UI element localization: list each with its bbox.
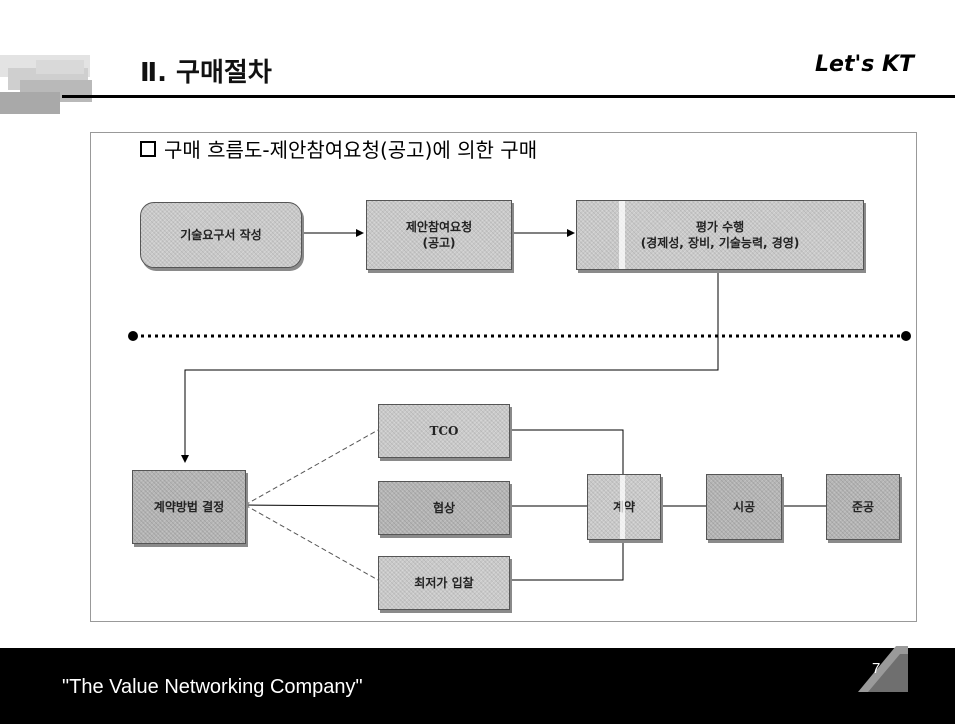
flow-decide-contract-method-label: 계약방법 결정 bbox=[153, 499, 225, 514]
footer-bar bbox=[0, 648, 955, 724]
subtitle-checkbox-icon bbox=[140, 141, 156, 157]
flow-option-lowest-bid: 최저가 입찰 bbox=[378, 556, 510, 610]
line-decide-lowest bbox=[244, 504, 379, 581]
kt-logo: Let's KT bbox=[815, 52, 914, 77]
header-decoration bbox=[0, 0, 110, 120]
flow-contract: 계약 bbox=[587, 474, 661, 540]
flow-option-tco: TCO bbox=[378, 404, 510, 458]
line-tco-contract bbox=[510, 429, 624, 474]
page-title: Ⅱ. 구매절차 bbox=[140, 58, 272, 88]
evaluation-highlight-stripe bbox=[619, 201, 625, 269]
flow-construction: 시공 bbox=[706, 474, 782, 540]
flow-option-negotiation-label: 협상 bbox=[432, 500, 456, 515]
flow-step-tech-requirements-label: 기술요구서 작성 bbox=[180, 227, 262, 242]
flow-subtitle: 구매 흐름도-제안참여요청(공고)에 의한 구매 bbox=[164, 138, 538, 162]
flow-completion-label: 준공 bbox=[851, 499, 875, 514]
flow-step-evaluation-line1: 평가 수행 bbox=[695, 219, 745, 234]
flow-construction-label: 시공 bbox=[732, 499, 756, 514]
separator-dot-left bbox=[128, 331, 138, 341]
header-divider bbox=[62, 95, 955, 98]
page-number-badge bbox=[858, 646, 908, 692]
flow-step-proposal-request-line2: (공고) bbox=[422, 236, 456, 250]
flow-option-negotiation: 협상 bbox=[378, 481, 510, 535]
flow-decide-contract-method: 계약방법 결정 bbox=[132, 470, 246, 544]
separator-dot-right bbox=[901, 331, 911, 341]
content-frame bbox=[90, 132, 917, 622]
line-decide-tco bbox=[244, 429, 379, 506]
contract-highlight-stripe bbox=[620, 475, 625, 539]
flow-step-proposal-request: 제안참여요청 (공고) bbox=[366, 200, 512, 270]
line-lowest-contract bbox=[510, 538, 624, 581]
flow-option-tco-label: TCO bbox=[429, 423, 459, 438]
flow-step-evaluation-line2: (경제성, 장비, 기술능력, 경영) bbox=[640, 236, 800, 250]
page-number: 7 bbox=[872, 660, 881, 677]
line-decide-negotiation bbox=[244, 504, 379, 507]
flow-step-tech-requirements: 기술요구서 작성 bbox=[140, 202, 302, 268]
header-decoration-graphic bbox=[0, 55, 92, 114]
footer-tagline: "The Value Networking Company" bbox=[62, 676, 363, 698]
flow-step-evaluation: 평가 수행 (경제성, 장비, 기술능력, 경영) bbox=[576, 200, 864, 270]
flow-option-lowest-bid-label: 최저가 입찰 bbox=[414, 575, 474, 590]
flow-completion: 준공 bbox=[826, 474, 900, 540]
flow-step-proposal-request-line1: 제안참여요청 bbox=[405, 219, 473, 234]
connector-eval-to-decide bbox=[181, 270, 719, 463]
